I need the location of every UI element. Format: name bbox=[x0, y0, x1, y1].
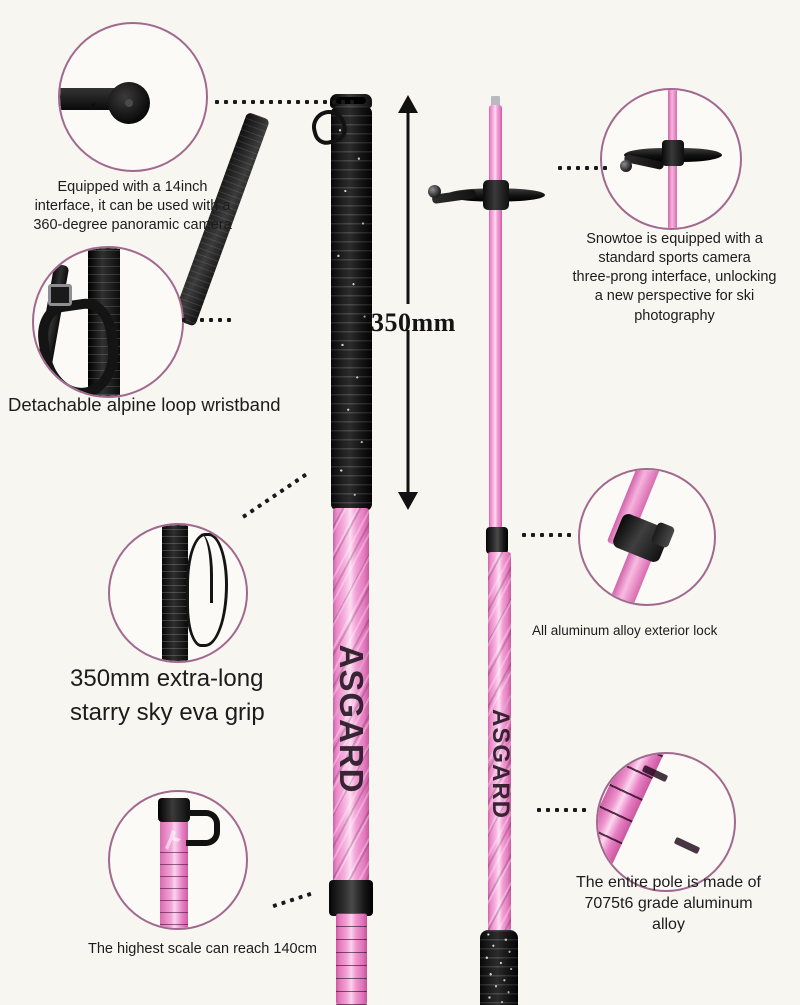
pole-scale-marks-icon bbox=[160, 852, 188, 928]
callout-exterior-lock-art bbox=[580, 470, 714, 604]
snowtoe-hub-icon bbox=[662, 140, 684, 166]
callout-wristband bbox=[32, 246, 184, 398]
camera-mount-hole-icon bbox=[125, 99, 133, 107]
dimension-label-350mm: 350mm bbox=[371, 308, 456, 337]
connector-wristband bbox=[182, 318, 231, 322]
right-pole-brand-logo: ASGARD bbox=[487, 708, 514, 820]
connector-camera-interface bbox=[215, 100, 354, 104]
right-pole-top-tip bbox=[491, 96, 500, 107]
connector-alloy-material bbox=[537, 808, 586, 812]
dimension-arrow-head-top bbox=[398, 95, 418, 113]
foam-grip-texture-icon bbox=[162, 525, 188, 661]
callout-snowtoe bbox=[600, 88, 742, 230]
caption-eva-grip: 350mm extra-long starry sky eva grip bbox=[70, 665, 265, 726]
pole-scale-cap-icon bbox=[158, 798, 190, 822]
callout-scale-140cm-art bbox=[110, 792, 246, 928]
callout-alloy-material-art bbox=[598, 754, 734, 890]
caption-wristband: Detachable alpine loop wristband bbox=[8, 394, 281, 415]
callout-wristband-art bbox=[34, 248, 182, 396]
right-pole-lock-collar-upper bbox=[486, 527, 508, 554]
callout-exterior-lock bbox=[578, 468, 716, 606]
camera-mount-knob bbox=[428, 185, 441, 198]
caption-alloy-material: The entire pole is made of 7075t6 grade … bbox=[576, 874, 761, 934]
callout-alloy-material bbox=[596, 752, 736, 892]
connector-exterior-lock bbox=[522, 533, 571, 537]
left-shaft-graphics bbox=[333, 508, 369, 888]
wrist-strap-icon bbox=[88, 248, 120, 396]
callout-camera-interface-art bbox=[60, 24, 206, 170]
left-pole-lower-shaft bbox=[336, 913, 367, 1005]
dimension-arrow-shaft-upper bbox=[406, 109, 410, 304]
grip-cord-tail-icon bbox=[192, 533, 213, 603]
right-pole-mid-shaft bbox=[488, 552, 511, 932]
eva-foam-grip bbox=[331, 106, 372, 511]
wrist-strap-grip-texture-icon bbox=[88, 248, 120, 396]
wrist-strap-buckle-icon bbox=[48, 284, 72, 306]
callout-camera-interface bbox=[58, 22, 208, 172]
callout-snowtoe-art bbox=[602, 90, 740, 228]
dimension-arrow-shaft-lower bbox=[406, 330, 410, 493]
measuring-scale-label-bottom-icon bbox=[673, 836, 701, 855]
right-pole-top-shaft bbox=[489, 105, 502, 530]
pole-scale-hook-icon bbox=[186, 810, 220, 846]
right-shaft-graphics bbox=[488, 552, 511, 932]
callout-eva-grip bbox=[108, 523, 248, 663]
callout-scale-140cm bbox=[108, 790, 248, 930]
snow-basket-hub bbox=[483, 180, 509, 210]
left-pole-scale-ticks bbox=[336, 913, 367, 1005]
connector-snowtoe bbox=[558, 166, 607, 170]
callout-eva-grip-art bbox=[110, 525, 246, 661]
left-pole-lock-collar bbox=[329, 880, 373, 916]
caption-snowtoe: Snowtoe is equipped with a standard spor… bbox=[572, 231, 777, 324]
right-pole-bottom-grip bbox=[480, 930, 518, 1005]
left-pole-upper-shaft bbox=[333, 508, 369, 888]
caption-camera-interface: Equipped with a 14inch interface, it can… bbox=[33, 179, 232, 234]
dimension-arrow-head-bottom bbox=[398, 492, 418, 510]
snowtoe-prong-knob-icon bbox=[620, 160, 632, 172]
foam-grip-icon bbox=[162, 525, 188, 661]
grip-cord-loop-icon bbox=[186, 533, 228, 647]
caption-scale-140cm: The highest scale can reach 140cm bbox=[88, 941, 317, 957]
caption-exterior-lock: All aluminum alloy exterior lock bbox=[532, 623, 718, 638]
dimension-arrow-350mm bbox=[393, 95, 423, 510]
